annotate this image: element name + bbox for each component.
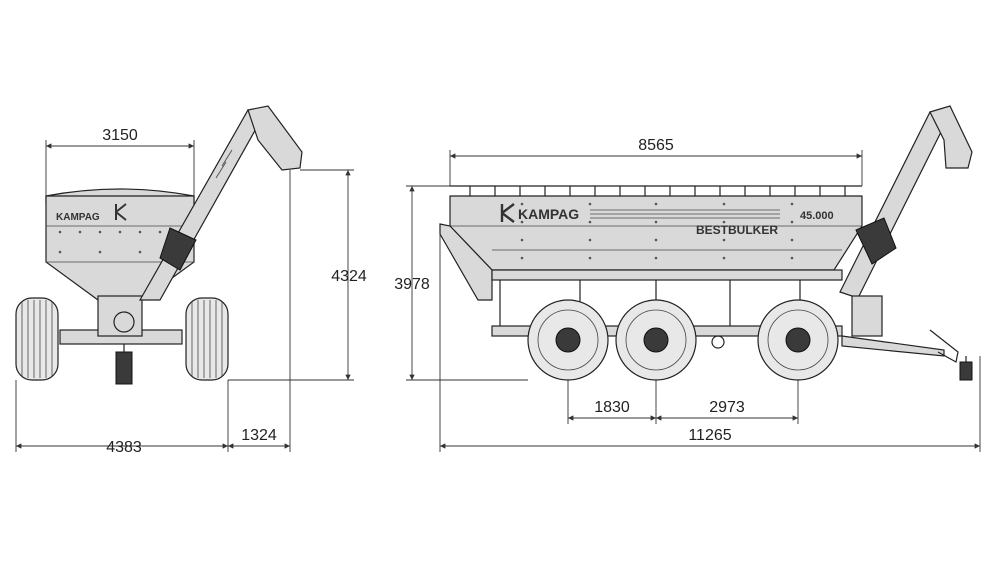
kampag-logo-icon — [115, 203, 127, 221]
side-capacity-text: 45.000 — [800, 210, 834, 222]
dim-front-width-top: 3150 — [102, 127, 138, 144]
dim-axle-spacing-1: 1830 — [594, 399, 630, 416]
side-model-text: BESTBULKER — [696, 223, 778, 237]
front-left-wheel — [15, 297, 59, 381]
dim-side-length-top: 8565 — [638, 137, 674, 154]
dim-front-track-width: 4383 — [106, 439, 142, 456]
front-auger-joint — [159, 227, 197, 271]
side-view: KAMPAG BESTBULKER 45.000 — [439, 105, 973, 381]
side-jack — [959, 361, 973, 381]
side-tow-ring — [711, 335, 725, 349]
front-jack — [115, 351, 133, 385]
side-logo-text: KAMPAG — [518, 206, 579, 222]
side-auger-joint — [855, 217, 897, 265]
side-wheel-2 — [615, 299, 697, 381]
dim-axle-spacing-2: 2973 — [709, 399, 745, 416]
dim-front-height: 4324 — [331, 268, 367, 285]
side-dimensions: 8565 3978 1830 2973 11265 — [394, 137, 981, 452]
side-frame-upper — [491, 269, 843, 281]
dim-overall-length: 11265 — [688, 427, 731, 444]
side-wheel-1 — [527, 299, 609, 381]
front-right-wheel — [185, 297, 229, 381]
front-dimensions: 3150 4324 4383 1324 — [15, 127, 367, 456]
front-view: KAMPAG — [15, 105, 303, 385]
front-chassis — [97, 295, 143, 337]
side-auger-base — [851, 295, 883, 337]
dim-side-height: 3978 — [394, 276, 430, 293]
front-logo-text: KAMPAG — [56, 212, 100, 223]
side-wheel-3 — [757, 299, 839, 381]
side-drawbar — [841, 335, 945, 357]
dim-front-offset: 1324 — [241, 427, 277, 444]
side-auger-spout — [929, 105, 973, 169]
front-auger-spout — [247, 105, 303, 171]
side-kampag-logo-icon — [500, 203, 515, 223]
